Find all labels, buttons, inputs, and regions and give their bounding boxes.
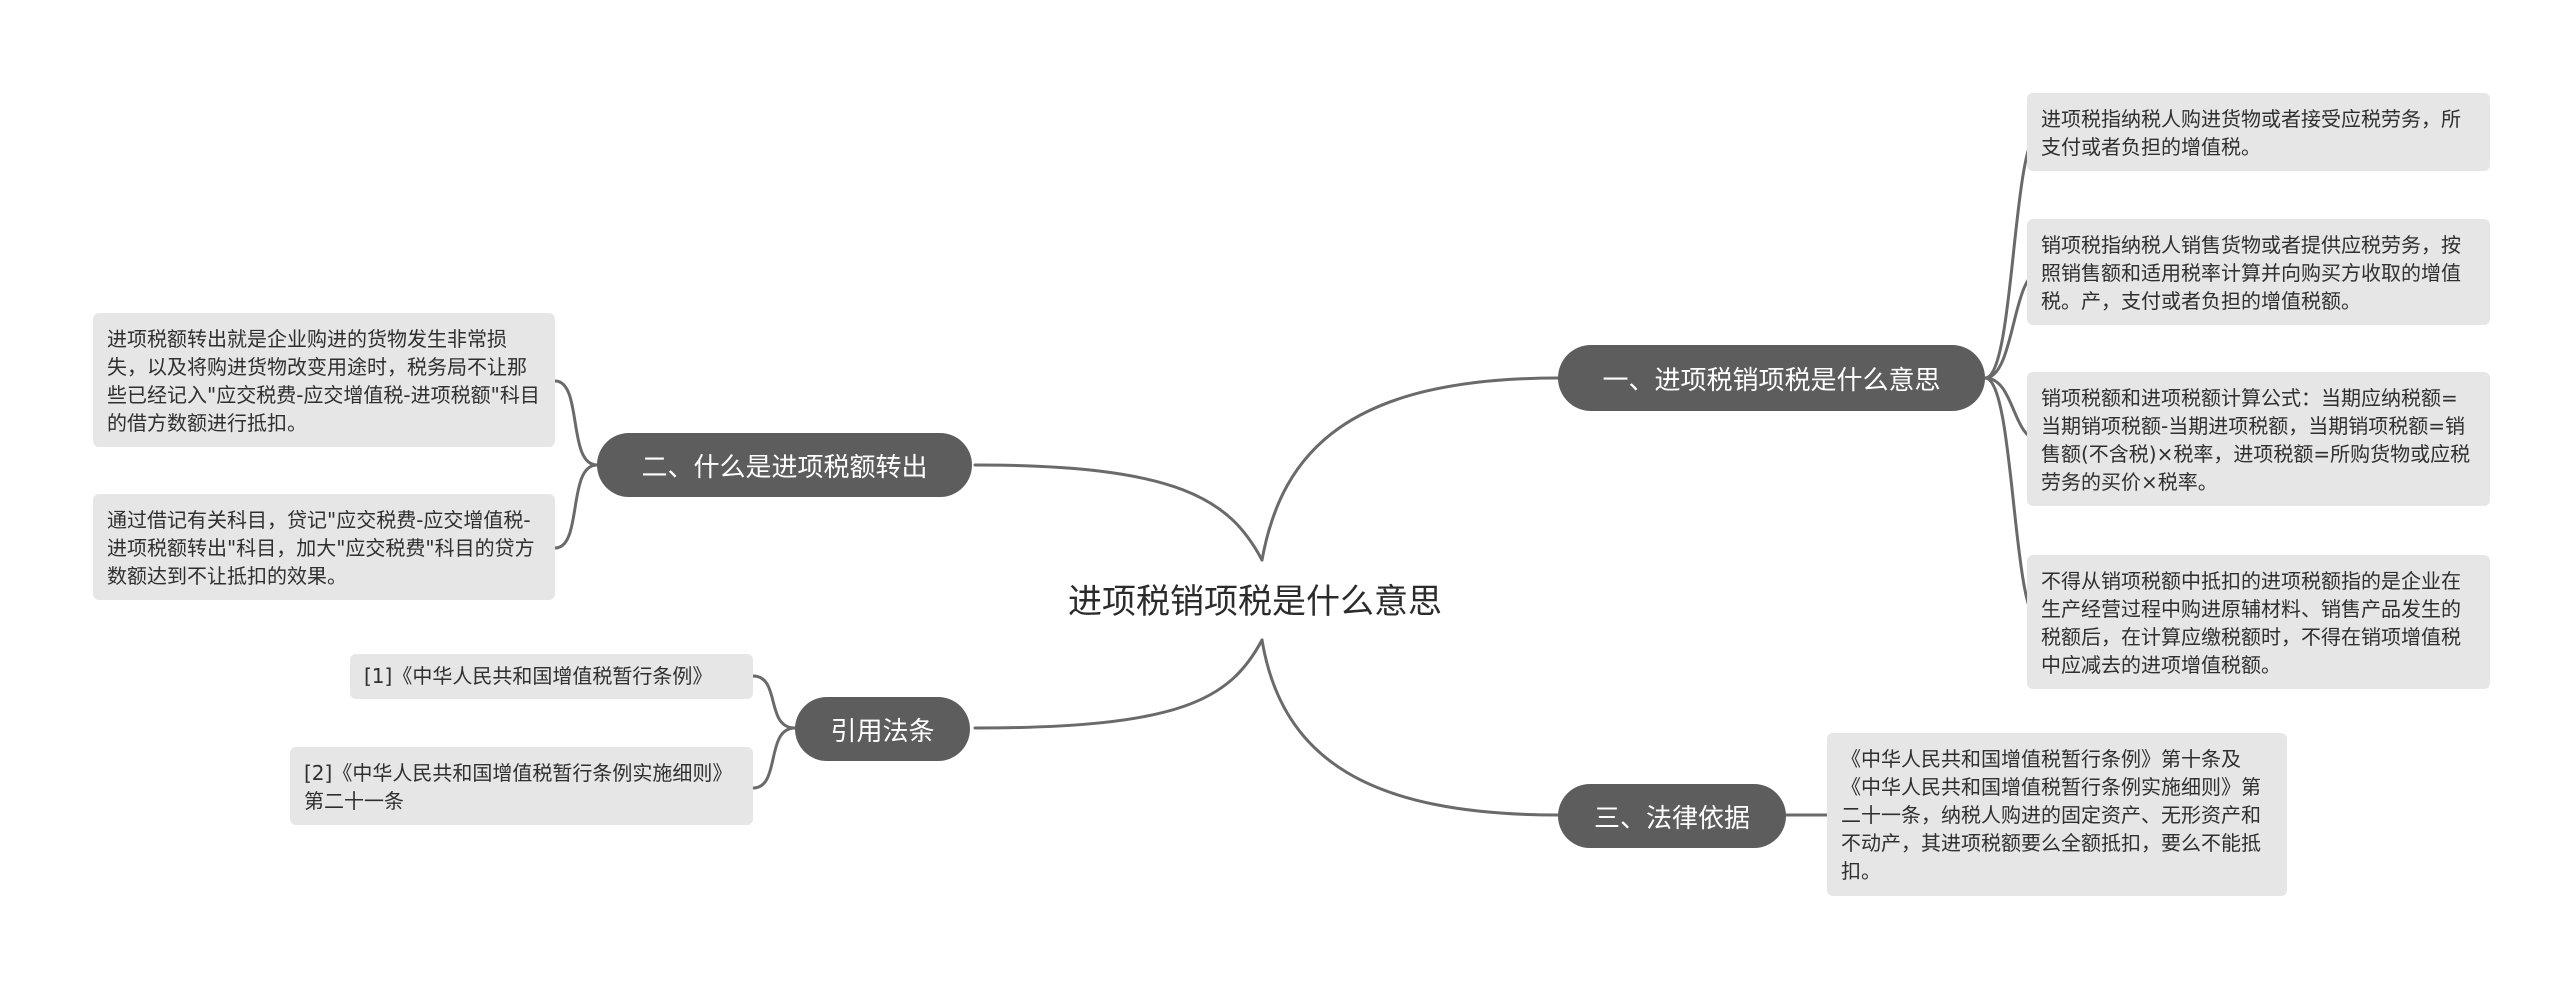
- link-center-b4: [973, 638, 1264, 730]
- link-center-b1: [1260, 376, 1560, 562]
- link-center-b3: [1260, 638, 1560, 817]
- link-b2-leaf2: [553, 463, 599, 550]
- leaf-transfer-out-definition[interactable]: 进项税额转出就是企业购进的货物发生非常损失，以及将购进货物改变用途时，税务局不让…: [93, 313, 555, 447]
- link-center-b2: [973, 463, 1264, 562]
- leaf-non-deductible-input-tax[interactable]: 不得从销项税额中抵扣的进项税额指的是企业在生产经营过程中购进原辅材料、销售产品发…: [2027, 555, 2490, 689]
- branch-what-is-input-output-tax[interactable]: 一、进项税销项税是什么意思: [1558, 345, 1985, 411]
- leaf-tax-formula[interactable]: 销项税额和进项税额计算公式：当期应纳税额=当期销项税额-当期进项税额，当期销项税…: [2027, 372, 2490, 506]
- link-b2-leaf1: [553, 379, 599, 467]
- branch-input-tax-transfer-out[interactable]: 二、什么是进项税额转出: [597, 433, 972, 497]
- leaf-statute-2[interactable]: [2]《中华人民共和国增值税暂行条例实施细则》 第二十一条: [290, 747, 753, 825]
- central-topic[interactable]: 进项税销项税是什么意思: [1068, 581, 1442, 622]
- link-b4-leaf2: [751, 726, 797, 790]
- leaf-transfer-out-accounting[interactable]: 通过借记有关科目，贷记"应交税费-应交增值税-进项税额转出"科目，加大"应交税费…: [93, 494, 555, 600]
- branch-legal-basis[interactable]: 三、法律依据: [1558, 784, 1786, 848]
- leaf-legal-basis-text[interactable]: 《中华人民共和国增值税暂行条例》第十条及《中华人民共和国增值税暂行条例实施细则》…: [1827, 733, 2287, 896]
- leaf-statute-1[interactable]: [1]《中华人民共和国增值税暂行条例》: [350, 654, 753, 699]
- leaf-input-tax-definition[interactable]: 进项税指纳税人购进货物或者接受应税劳务，所支付或者负担的增值税。: [2027, 93, 2490, 171]
- branch-cited-statutes[interactable]: 引用法条: [795, 697, 970, 761]
- link-b4-leaf1: [751, 674, 797, 730]
- leaf-output-tax-definition[interactable]: 销项税指纳税人销售货物或者提供应税劳务，按照销售额和适用税率计算并向购买方收取的…: [2027, 219, 2490, 325]
